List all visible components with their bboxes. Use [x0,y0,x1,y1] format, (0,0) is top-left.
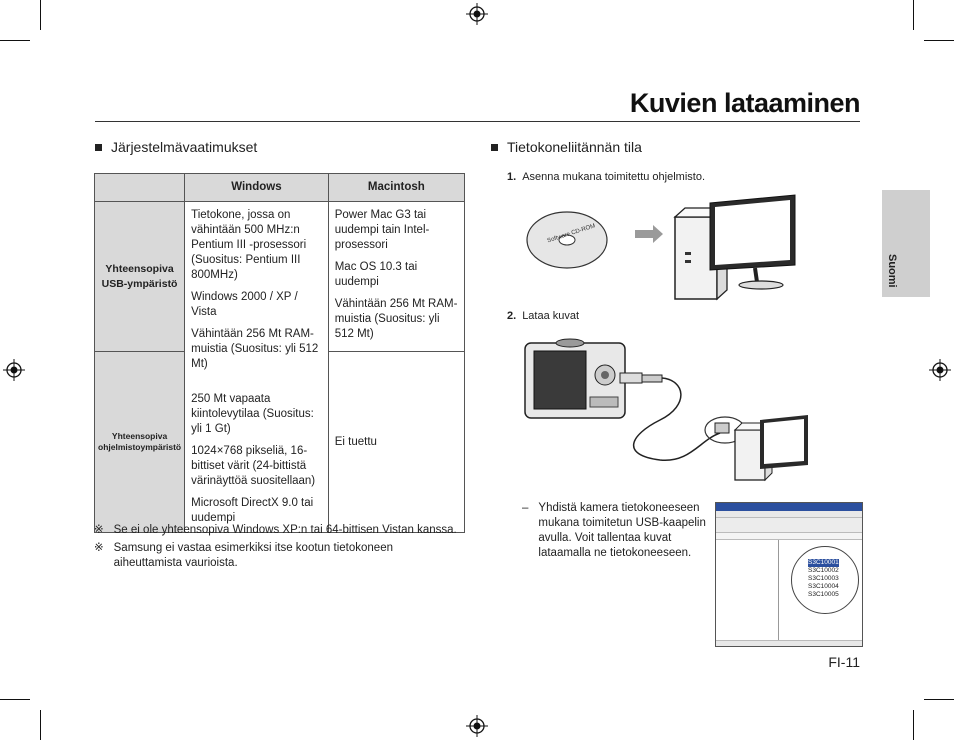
windows-item: Tietokone, jossa on vähintään 500 MHz:n … [191,209,307,281]
explorer-statusbar [716,640,862,646]
page-number: FI-11 [828,654,860,670]
language-tab: Suomi [882,190,930,297]
explorer-folder-tree [716,540,779,640]
file-zoom-circle: S3C10001 S3C10002 S3C10003 S3C10004 S3C1… [791,546,859,614]
language-tab-label: Suomi [886,254,898,288]
step-1: 1. Asenna mukana toimitettu ohjelmisto. [507,171,705,183]
step-number: 2. [507,310,517,322]
row-label-software: Yhteensopiva ohjelmistoympäristö [93,351,186,533]
windows-item: 250 Mt vapaata kiintolevytilaa (Suositus… [191,393,314,435]
crop-mark [913,0,914,30]
explorer-screenshot: S3C10001 S3C10002 S3C10003 S3C10004 S3C1… [715,502,863,647]
section-heading-text: Tietokoneliitännän tila [507,139,642,155]
crop-mark [924,699,954,700]
table-row: Yhteensopiva ohjelmistoympäristö Ei tuet… [93,351,466,533]
section-heading-text: Järjestelmävaatimukset [111,139,258,155]
crop-mark [0,699,30,700]
install-software-illustration: Software CD-ROM [526,194,796,301]
crop-mark [40,710,41,740]
mac-item: Power Mac G3 tai uudempi tain Intel-pros… [334,209,430,251]
explorer-file-pane: S3C10001 S3C10002 S3C10003 S3C10004 S3C1… [779,540,862,640]
table-row: Yhteensopiva USB-ympäristö Tietokone, jo… [93,200,466,533]
mac-item: Mac OS 10.3 tai uudempi [334,261,418,288]
crop-mark [913,710,914,740]
row-label-usb: Yhteensopiva USB-ympäristö [93,200,186,353]
bullet-square-icon [95,143,102,151]
step-2: 2. Lataa kuvat [507,310,579,322]
column-header-windows: Windows [184,173,329,202]
table-corner-cell [93,173,186,202]
step-text: Lataa kuvat [522,310,580,322]
footnote: ※ Samsung ei vastaa esimerkiksi itse koo… [94,541,464,571]
step-number: 1. [507,171,517,183]
file-item: S3C10005 [808,591,839,598]
note-mark-icon: ※ [94,542,104,554]
registration-mark-icon [929,359,951,381]
title-rule [95,121,860,122]
column-header-mac: Macintosh [327,173,466,202]
registration-mark-icon [466,715,488,737]
explorer-titlebar [716,503,862,511]
note-mark-icon: ※ [94,524,104,536]
explorer-menubar [716,511,862,518]
footnote: ※ Se ei ole yhteensopiva Windows XP:n ta… [94,523,464,538]
windows-item: Windows 2000 / XP / Vista [191,291,298,318]
step-text: Asenna mukana toimitettu ohjelmisto. [522,171,706,183]
mac-requirements-cell: Power Mac G3 tai uudempi tain Intel-pros… [327,200,466,353]
windows-requirements-cell: Tietokone, jossa on vähintään 500 MHz:n … [184,201,329,533]
dash-note-text: Yhdistä kamera tietokoneeseen mukana toi… [538,502,706,559]
dash-mark: – [522,502,529,514]
windows-item: Vähintään 256 Mt RAM-muistia (Suositus: … [191,328,319,370]
file-item: S3C10004 [808,583,839,590]
registration-mark-icon [466,3,488,25]
explorer-addressbar [716,533,862,540]
crop-mark [0,40,30,41]
footnote-text: Samsung ei vastaa esimerkiksi itse kootu… [113,542,393,569]
requirements-table: Windows Macintosh Yhteensopiva USB-ympär… [93,173,466,533]
bullet-square-icon [491,143,498,151]
crop-mark [924,40,954,41]
section-heading-requirements: Järjestelmävaatimukset [95,139,257,155]
file-item: S3C10001 [808,559,839,567]
table-header-row: Windows Macintosh [93,173,466,202]
mac-unsupported-cell: Ei tuettu [327,351,466,533]
windows-item: Microsoft DirectX 9.0 tai uudempi [191,497,314,524]
explorer-body: S3C10001 S3C10002 S3C10003 S3C10004 S3C1… [716,540,862,640]
explorer-toolbar [716,518,862,533]
file-item: S3C10002 [808,567,839,574]
footnote-text: Se ei ole yhteensopiva Windows XP:n tai … [113,524,457,536]
mac-item: Vähintään 256 Mt RAM-muistia (Suositus: … [334,298,458,340]
section-heading-connection: Tietokoneliitännän tila [491,139,642,155]
dash-note: – Yhdistä kamera tietokoneeseen mukana t… [522,501,712,561]
registration-mark-icon [3,359,25,381]
crop-mark [40,0,41,30]
camera-connection-illustration [524,338,808,482]
windows-item: 1024×768 pikseliä, 16-bittiset värit (24… [191,445,316,487]
page-title: Kuvien lataaminen [629,88,861,118]
file-item: S3C10003 [808,575,839,582]
